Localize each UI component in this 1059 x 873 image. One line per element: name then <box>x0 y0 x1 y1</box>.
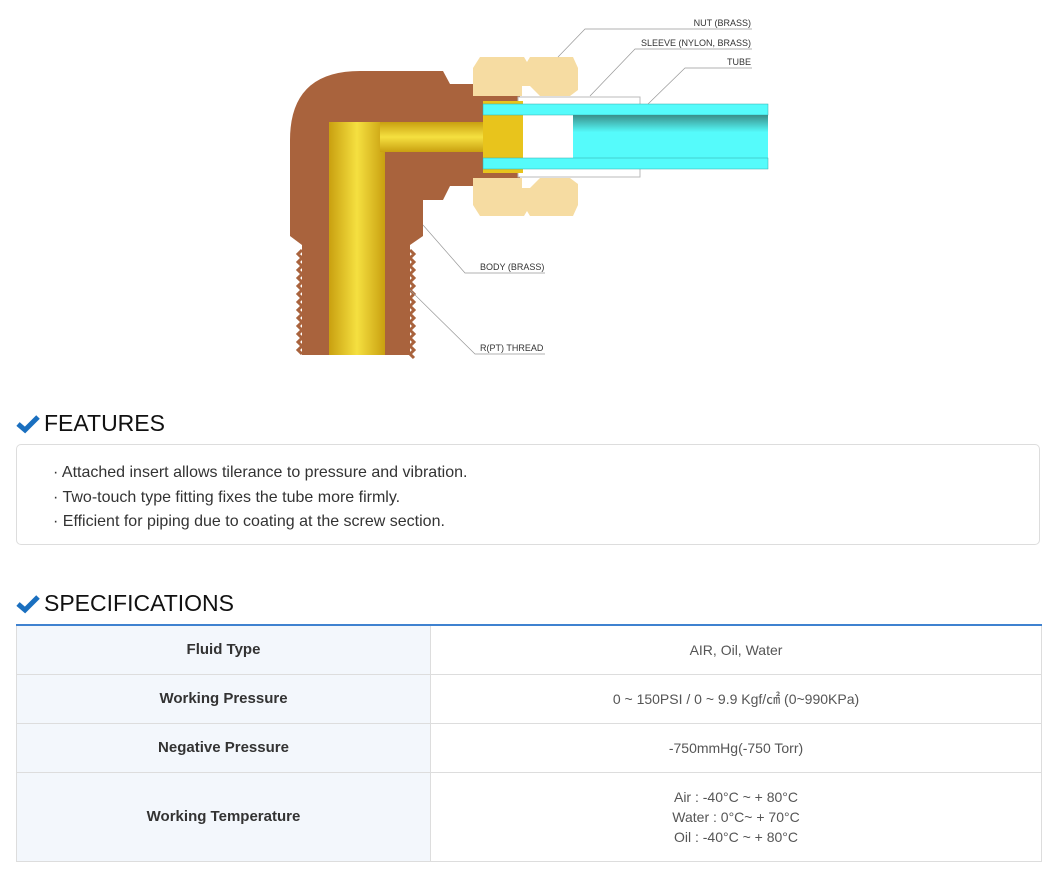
checkmark-icon <box>16 414 40 433</box>
tube-wall-bottom <box>482 157 769 170</box>
feature-item: · Attached insert allows tilerance to pr… <box>53 464 468 481</box>
nut-top <box>473 57 578 96</box>
insert-vertical <box>329 122 385 355</box>
thread-teeth <box>295 248 417 360</box>
label-thread: R(PT) THREAD <box>480 343 544 353</box>
label-sleeve: SLEEVE (NYLON, BRASS) <box>641 38 751 48</box>
spec-label: Working Pressure <box>16 673 431 724</box>
temp-water: Water : 0°C~ + 70°C <box>672 808 800 825</box>
spec-label: Working Temperature <box>16 771 431 862</box>
spec-value: AIR, Oil, Water <box>430 624 1042 675</box>
label-nut: NUT (BRASS) <box>694 18 751 28</box>
features-title: FEATURES <box>44 410 165 436</box>
label-tube: TUBE <box>727 57 751 67</box>
spec-label: Fluid Type <box>16 624 431 675</box>
table-row: Negative Pressure-750mmHg(-750 Torr) <box>16 722 1042 773</box>
spec-value: 0 ~ 150PSI / 0 ~ 9.9 Kgf/㎠ (0~990KPa) <box>430 673 1042 724</box>
specifications-title: SPECIFICATIONS <box>44 590 234 616</box>
spec-label: Negative Pressure <box>16 722 431 773</box>
checkmark-icon <box>16 594 40 613</box>
features-box: · Attached insert allows tilerance to pr… <box>16 444 1040 545</box>
spec-value: -750mmHg(-750 Torr) <box>430 722 1042 773</box>
feature-item: · Efficient for piping due to coating at… <box>53 513 445 530</box>
temp-air: Air : -40°C ~ + 80°C <box>673 788 799 805</box>
label-body: BODY (BRASS) <box>480 262 544 272</box>
temp-oil: Oil : -40°C ~ + 80°C <box>673 828 799 845</box>
table-row: Working Temperature Air : -40°C ~ + 80°C… <box>16 771 1042 862</box>
feature-item: · Two-touch type fitting fixes the tube … <box>53 488 401 506</box>
fitting-cross-section-diagram: NUT (BRASS) SLEEVE (NYLON, BRASS) TUBE B… <box>290 18 769 360</box>
nut-bottom <box>473 178 578 216</box>
spec-value: Air : -40°C ~ + 80°C Water : 0°C~ + 70°C… <box>430 771 1042 862</box>
tube-bore <box>573 115 768 158</box>
features-heading: FEATURES <box>16 410 165 437</box>
specifications-heading: SPECIFICATIONS <box>16 590 234 617</box>
tube-wall-top <box>482 103 769 116</box>
